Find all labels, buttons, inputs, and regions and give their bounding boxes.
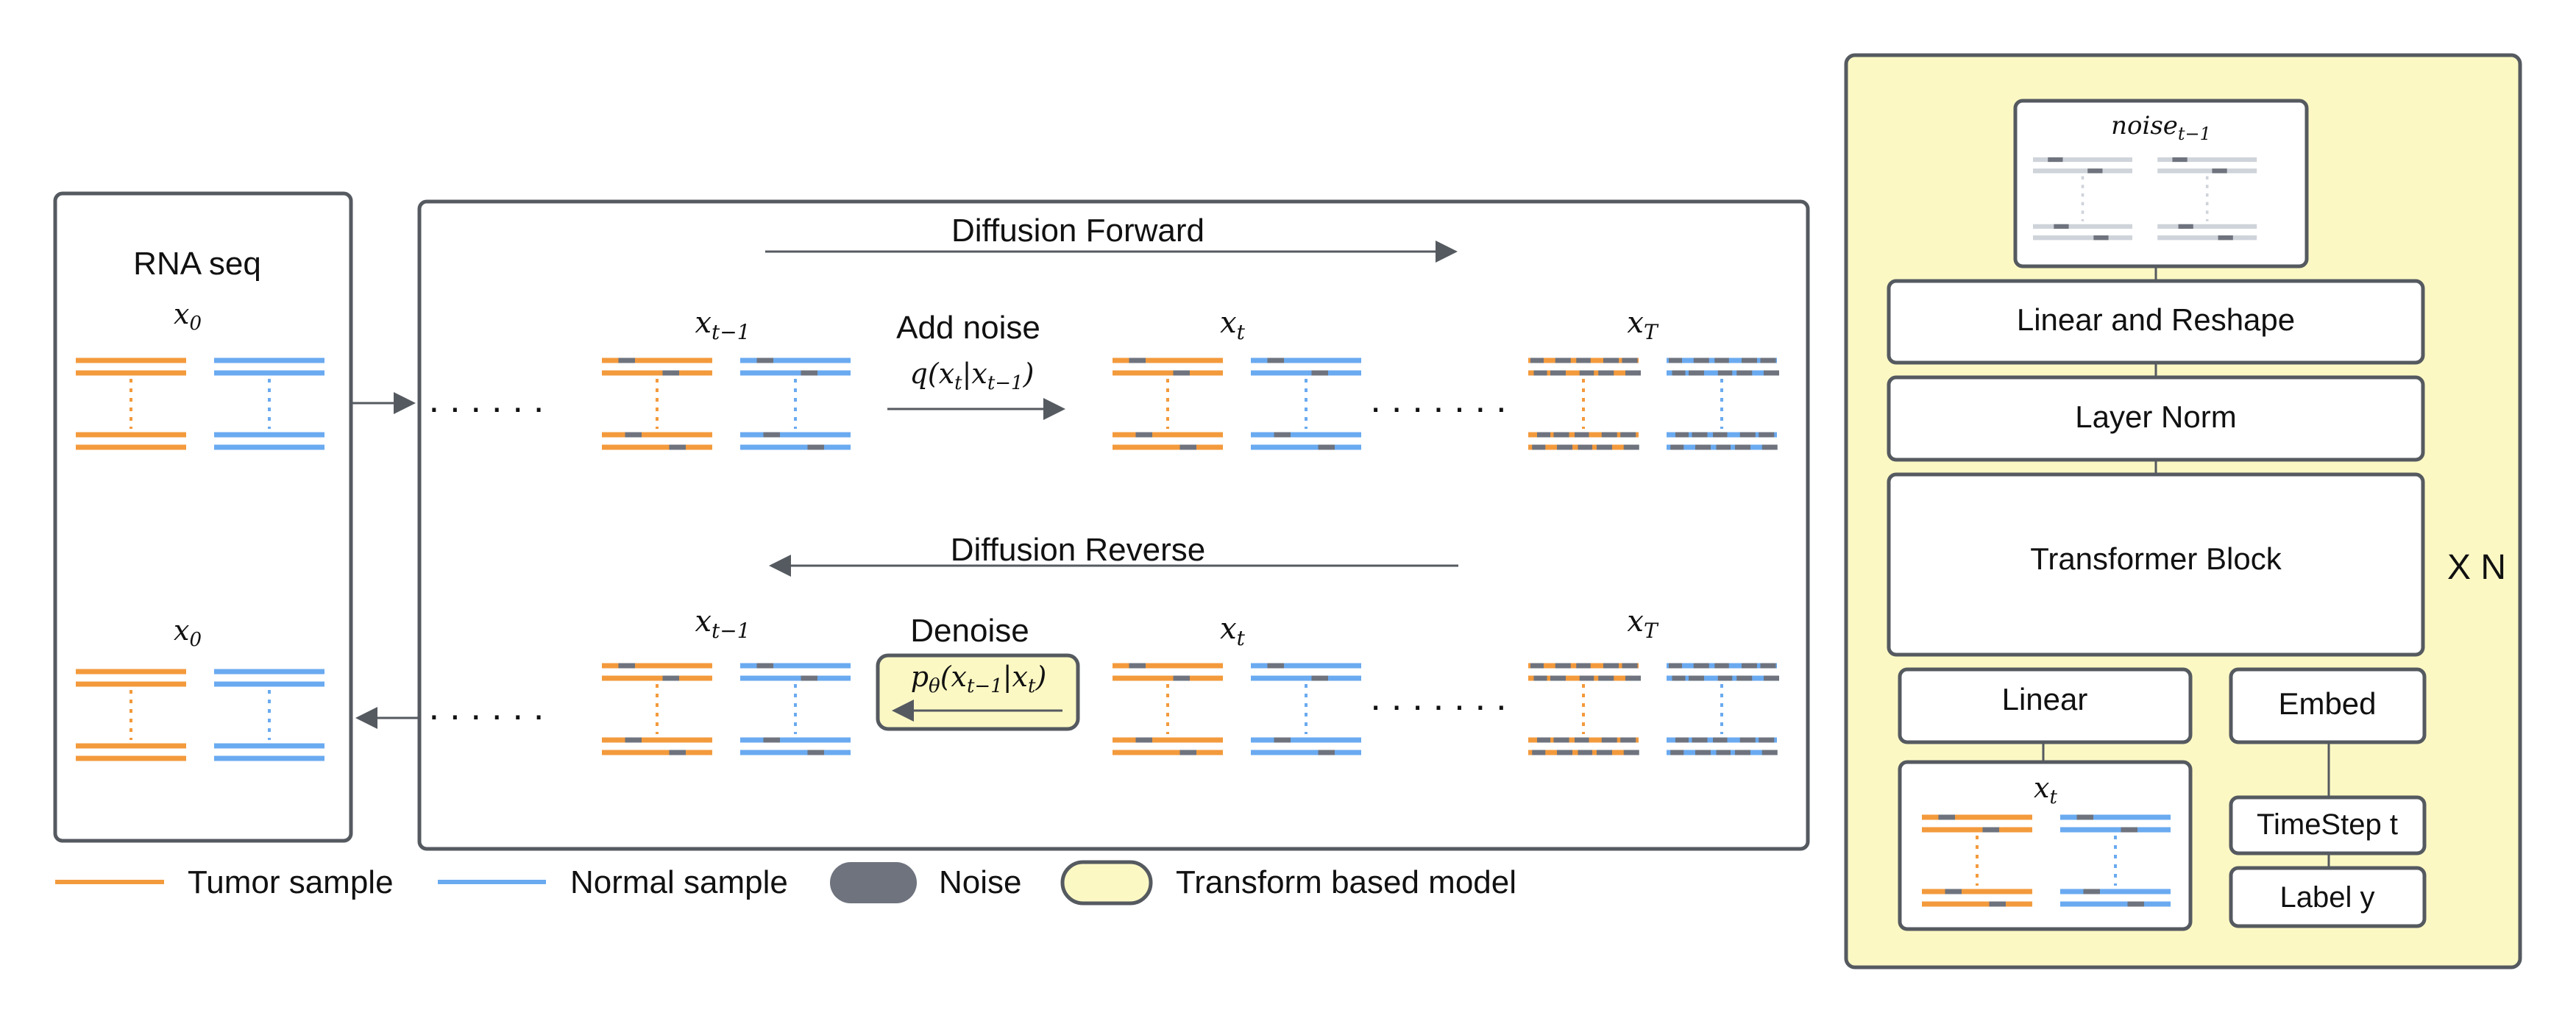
timestep-label: TimeStep t: [2257, 808, 2398, 841]
add-noise-formula: q(xt|xt−1): [910, 357, 1035, 394]
label-y-label: Label y: [2280, 881, 2375, 914]
embed-label: Embed: [2278, 686, 2376, 721]
reverse-left-dots: ......: [429, 686, 555, 728]
add-noise-label: Add noise: [896, 310, 1040, 346]
layer-norm-label: Layer Norm: [2075, 399, 2236, 434]
normal-sample-glyph: [214, 357, 324, 450]
xt-input-label: xt: [2034, 772, 2057, 808]
normal-sample-glyph: [1667, 663, 1779, 755]
diffusion-reverse-header: Diffusion Reverse: [951, 532, 1205, 568]
legend-noise-label: Noise: [939, 864, 1022, 900]
legend-model-swatch: [1060, 860, 1153, 906]
noise-output-label: noiset−1: [2111, 111, 2211, 144]
rna-top-label: x0: [174, 298, 202, 335]
rna-seq-panel: RNA seq x0 x0: [53, 191, 353, 843]
transformer-block-box: [1887, 472, 2425, 657]
normal-sample-glyph: [2060, 814, 2171, 907]
tumor-sample-glyph: [1528, 357, 1641, 450]
normal-sample-glyph: [1251, 357, 1361, 450]
legend-noise-swatch: [830, 862, 917, 903]
legend-normal-label: Normal sample: [570, 864, 788, 900]
rna-seq-panel-border: [53, 191, 353, 843]
legend-tumor-label: Tumor sample: [188, 864, 394, 900]
reverse-mid-dots: .......: [1370, 676, 1516, 719]
normal-sample-glyph: [214, 669, 324, 761]
denoise-formula: pθ(xt−1|xt): [911, 661, 1047, 697]
reverse-label-xt: xt: [1220, 612, 1246, 650]
normal-sample-glyph: [1251, 663, 1361, 755]
rna-sample-pairs: [76, 357, 324, 761]
repeat-n-label: X N: [2447, 548, 2506, 587]
normal-sample-glyph: [2157, 157, 2257, 241]
model-sample-pairs: [1922, 157, 2257, 907]
linear-box: [1898, 667, 2193, 744]
linear-reshape-label: Linear and Reshape: [2017, 302, 2295, 337]
tumor-sample-glyph: [1113, 663, 1223, 755]
rna-seq-title: RNA seq: [133, 246, 261, 282]
tumor-sample-glyph: [1113, 357, 1223, 450]
normal-sample-glyph: [740, 663, 851, 755]
diffusion-forward-header: Diffusion Forward: [951, 213, 1204, 249]
reverse-label-xT: xT: [1627, 605, 1659, 643]
tumor-sample-glyph: [76, 669, 186, 761]
rna-bottom-label: x0: [174, 614, 202, 651]
linear-label: Linear: [2002, 682, 2088, 716]
diffusion-panel-border: [417, 199, 1810, 851]
forward-label-xT: xT: [1627, 306, 1659, 344]
model-panel: noiset−1 Linear and Reshape Layer Norm T…: [1844, 53, 2522, 970]
embed-box: [2229, 667, 2427, 744]
tumor-sample-glyph: [2033, 157, 2132, 241]
tumor-sample-glyph: [602, 663, 712, 755]
layer-norm-box: [1887, 375, 2425, 462]
tumor-sample-glyph: [76, 357, 186, 450]
forward-mid-dots: .......: [1370, 378, 1516, 421]
normal-sample-glyph: [1667, 357, 1779, 450]
label-y-box: [2229, 866, 2427, 928]
tumor-sample-glyph: [1922, 814, 2032, 907]
legend: Tumor sample Normal sample Noise Transfo…: [55, 860, 1516, 906]
forward-label-xt: xt: [1220, 306, 1246, 344]
forward-label-xt-1: xt−1: [695, 306, 750, 344]
linear-reshape-box: [1887, 279, 2425, 365]
tumor-sample-glyph: [602, 357, 712, 450]
tumor-sample-glyph: [1528, 663, 1641, 755]
xt-input-box: [1898, 760, 2193, 931]
transformer-block-label: Transformer Block: [2030, 541, 2282, 576]
timestep-box: [2229, 795, 2427, 855]
forward-left-dots: ......: [429, 378, 555, 421]
legend-model-label: Transform based model: [1176, 864, 1516, 900]
denoise-label: Denoise: [910, 613, 1029, 649]
diffusion-panel: Diffusion Forward xt−1 xt xT Add noise q…: [417, 199, 1810, 851]
diffusion-sample-pairs: [602, 357, 1779, 755]
normal-sample-glyph: [740, 357, 851, 450]
reverse-label-xt-1: xt−1: [695, 605, 750, 643]
